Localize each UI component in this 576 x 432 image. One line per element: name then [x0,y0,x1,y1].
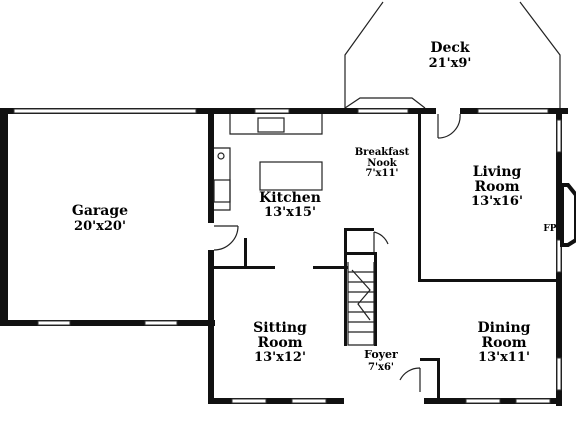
deck-outline [344,1,561,108]
deck-size: 21'x9' [429,56,472,71]
living-wall-bottom [418,279,558,282]
stair-wall-right [374,252,377,346]
kitchen-counter [214,114,323,211]
breakfast-label-2: Nook [367,158,397,169]
dining-window-right [556,357,562,391]
house-wall-left-lower [208,250,214,404]
front-door-opening [344,397,424,405]
garage-window-1 [37,320,71,326]
deck-door [437,113,461,139]
kitchen-wall-stub-left [212,266,248,269]
front-closet-door [399,367,421,392]
kitchen-wall-stub-short [247,266,275,269]
kitchen-window [254,108,290,114]
deck-bay-window [344,97,426,109]
kitchen-wall-stub-post [244,238,247,269]
foyer-size: 7'x6' [368,362,394,373]
living-label-2: Room [474,179,519,195]
range [213,179,231,203]
kitchen-sink [257,117,285,133]
living-size: 13'x16' [471,194,523,209]
garage-window-2 [144,320,178,326]
living-wall-left [418,112,421,282]
dining-label-1: Dining [478,320,531,336]
sitting-window-2 [291,398,327,404]
deck-label: Deck [430,40,470,56]
garage-wall-left [0,108,8,326]
closet-wall-top [420,358,440,361]
stair-wall-top [344,228,374,231]
fireplace-label: FP [543,224,556,234]
garage-wall-bottom [0,320,215,326]
dining-label-2: Room [481,335,526,351]
burner [217,152,225,160]
deck-door-opening [436,108,460,114]
kitchen-island [259,161,323,191]
stair-wall-cross [344,252,377,255]
kitchen-side-door [213,225,239,251]
dining-size: 13'x11' [478,350,530,365]
garage-size: 20'x20' [74,219,126,234]
sitting-size: 13'x12' [254,350,306,365]
breakfast-size: 7'x11' [366,168,399,179]
garage-door [13,108,197,114]
breakfast-label-1: Breakfast [355,147,410,158]
fireplace [560,183,576,247]
sitting-window-1 [231,398,267,404]
living-top-window [477,108,549,114]
living-label-1: Living [473,164,522,180]
sitting-label-1: Sitting [253,320,307,336]
garage-label: Garage [72,203,128,219]
closet-wall-right [437,358,440,402]
foyer-label: Foyer [364,348,398,361]
dining-window-2 [515,398,551,404]
living-window-1 [556,119,562,153]
kitchen-label: Kitchen [259,190,321,206]
stair-wall-left [344,228,347,346]
living-window-2 [556,239,562,273]
dining-window-1 [465,398,501,404]
kitchen-size: 13'x15' [264,205,316,220]
nook-window [357,108,409,114]
stair-closet-door [373,231,389,252]
sitting-wall-stub [313,266,348,269]
sitting-label-2: Room [257,335,302,351]
staircase [347,262,375,346]
house-wall-left-upper [208,108,214,223]
